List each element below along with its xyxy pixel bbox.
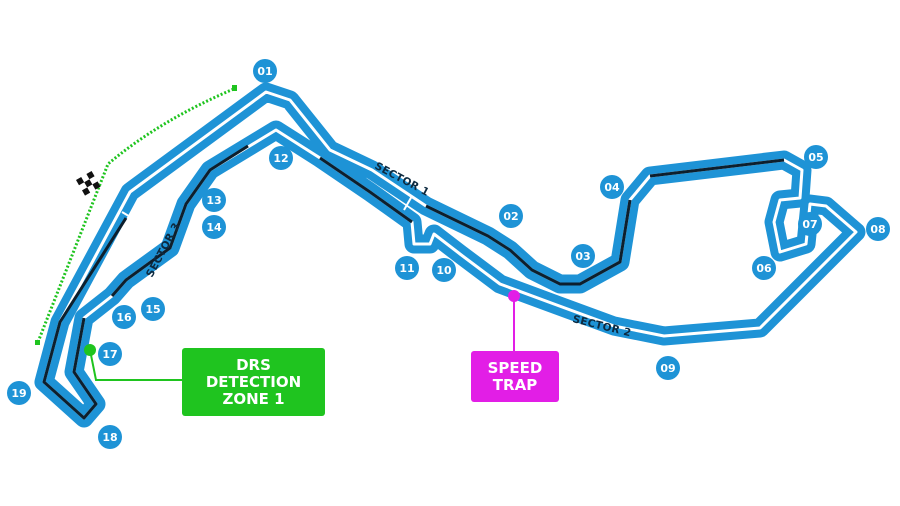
turn-badge-circle xyxy=(752,256,776,280)
turn-number: 11 xyxy=(399,262,414,275)
drs-zone-harbour xyxy=(425,199,632,286)
turn-badge-circle xyxy=(253,59,277,83)
turn-number: 18 xyxy=(102,431,117,444)
turn-05-badge: 05 xyxy=(804,145,828,169)
turn-badge-circle xyxy=(98,425,122,449)
turn-badge-circle xyxy=(866,217,890,241)
drs-zone-main-straight xyxy=(42,217,128,420)
turn-number: 04 xyxy=(604,181,620,194)
turn-number: 14 xyxy=(206,221,222,234)
turn-06-badge: 06 xyxy=(752,256,776,280)
turn-number: 01 xyxy=(257,65,272,78)
turn-19-badge: 19 xyxy=(7,381,31,405)
drs-line-3: ZONE 1 xyxy=(222,389,285,408)
turn-badge-circle xyxy=(499,204,523,228)
turn-02-badge: 02 xyxy=(499,204,523,228)
sector-marker-1 xyxy=(403,195,413,211)
drs-zone-top xyxy=(649,158,785,178)
drs-zone-sector3 xyxy=(110,144,249,297)
drs-activation-start-marker xyxy=(35,340,40,345)
turn-01-badge: 01 xyxy=(253,59,277,83)
drs-activation-line xyxy=(36,86,237,343)
turn-badge-circle xyxy=(432,258,456,282)
turn-number: 06 xyxy=(756,262,772,275)
turn-badge-circle xyxy=(395,256,419,280)
drs-detection-zone-label: DRS DETECTION ZONE 1 xyxy=(182,348,325,416)
speed-trap-label: SPEED TRAP xyxy=(471,351,559,402)
drs-zone-tunnel-approach xyxy=(319,156,413,224)
turn-14-badge: 14 xyxy=(202,215,226,239)
trap-line-2: TRAP xyxy=(492,375,538,394)
turn-badge-circle xyxy=(7,381,31,405)
turn-number: 17 xyxy=(102,348,117,361)
turn-04-badge: 04 xyxy=(600,175,624,199)
turn-number: 16 xyxy=(116,311,132,324)
turn-07-badge: 07 xyxy=(798,212,822,236)
turn-badge-circle xyxy=(804,145,828,169)
turn-03-badge: 03 xyxy=(571,244,595,268)
turn-number: 13 xyxy=(206,194,221,207)
turn-badge-circle xyxy=(656,356,680,380)
turn-number: 15 xyxy=(145,303,160,316)
turn-number: 10 xyxy=(436,264,452,277)
turn-number: 03 xyxy=(575,250,590,263)
turn-number: 19 xyxy=(11,387,26,400)
turn-number: 02 xyxy=(503,210,518,223)
drs-line-1: DRS xyxy=(236,355,271,374)
turn-badge-circle xyxy=(112,305,136,329)
turn-11-badge: 11 xyxy=(395,256,419,280)
turn-15-badge: 15 xyxy=(141,297,165,321)
turn-badge-circle xyxy=(202,188,226,212)
turn-number: 08 xyxy=(870,223,885,236)
turn-number: 09 xyxy=(660,362,675,375)
turn-13-badge: 13 xyxy=(202,188,226,212)
turn-16-badge: 16 xyxy=(112,305,136,329)
turn-18-badge: 18 xyxy=(98,425,122,449)
turn-badge-circle xyxy=(600,175,624,199)
turn-number: 05 xyxy=(808,151,823,164)
turn-number: 07 xyxy=(802,218,817,231)
turn-badge-circle xyxy=(571,244,595,268)
turn-badge-circle xyxy=(98,342,122,366)
turn-number: 12 xyxy=(273,152,288,165)
turn-12-badge: 12 xyxy=(269,146,293,170)
turn-badge-circle xyxy=(269,146,293,170)
drs-activation-end-marker xyxy=(232,85,237,91)
turn-08-badge: 08 xyxy=(866,217,890,241)
turn-10-badge: 10 xyxy=(432,258,456,282)
drs-line-2: DETECTION xyxy=(205,372,302,391)
turn-17-badge: 17 xyxy=(98,342,122,366)
drs-detection-connector xyxy=(89,349,182,381)
turn-09-badge: 09 xyxy=(656,356,680,380)
turn-badge-circle xyxy=(141,297,165,321)
checkered-flag-icon xyxy=(76,171,101,196)
sector-marker-3 xyxy=(121,211,133,219)
trap-line-1: SPEED xyxy=(487,358,543,377)
turn-badge-circle xyxy=(798,212,822,236)
turn-badge-circle xyxy=(202,215,226,239)
